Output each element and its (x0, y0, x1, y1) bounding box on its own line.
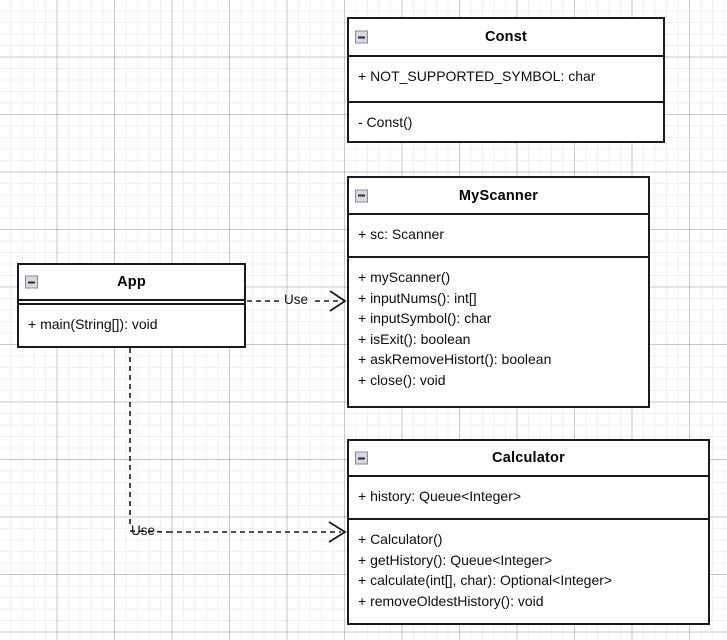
operation-row: + close(): void (358, 371, 446, 388)
operation-row: + myScanner() (358, 269, 451, 285)
operation-row: + calculate(int[], char): Optional<Integ… (358, 572, 613, 588)
minus-box-icon[interactable] (355, 451, 368, 465)
operation-row: + inputSymbol(): char (358, 310, 492, 326)
attribute-row: + sc: Scanner (358, 226, 444, 242)
operation-row: + getHistory(): Queue<Integer> (358, 551, 553, 568)
operation-row: + isExit(): boolean (358, 330, 471, 347)
class-box-const[interactable]: Const + NOT_SUPPORTED_SYMBOL: char - Con… (347, 17, 665, 143)
class-attributes-app (19, 301, 244, 305)
minus-box-icon[interactable] (355, 30, 368, 44)
class-attributes-calculator: + history: Queue<Integer> (349, 477, 708, 520)
class-name-calculator: Calculator (492, 450, 565, 466)
class-name-app: App (117, 274, 146, 290)
class-header-const: Const (349, 19, 663, 57)
class-operations-myscanner: + myScanner() + inputNums(): int[] + inp… (349, 258, 648, 410)
class-header-calculator: Calculator (349, 441, 708, 477)
attribute-row: + history: Queue<Integer> (358, 488, 522, 504)
open-arrowhead-icon (328, 521, 347, 543)
attribute-row: + NOT_SUPPORTED_SYMBOL: char (358, 68, 596, 84)
minus-box-icon[interactable] (355, 189, 368, 202)
class-box-calculator[interactable]: Calculator + history: Queue<Integer> + C… (347, 439, 710, 625)
class-name-myscanner: MyScanner (458, 187, 539, 204)
operation-row: + inputNums(): int[] (358, 289, 477, 306)
operation-row: + askRemoveHistort(): boolean (358, 351, 552, 367)
class-box-app[interactable]: App + main(String[]): void (17, 263, 246, 348)
operation-row: + Calculator() (358, 531, 443, 547)
class-operations-const: - Const() (349, 103, 663, 141)
edge-app-uses-calculator[interactable] (129, 348, 347, 543)
class-box-myscanner[interactable]: MyScanner + sc: Scanner + myScanner() + … (347, 176, 650, 408)
class-name-const: Const (484, 29, 528, 45)
edge-segment (129, 530, 169, 533)
operation-row: + main(String[]): void (28, 316, 158, 332)
edge-app-uses-myscanner[interactable] (247, 290, 347, 312)
operation-row: + removeOldestHistory(): void (358, 592, 544, 609)
class-header-app: App (19, 265, 244, 301)
open-arrowhead-icon (329, 290, 347, 312)
relationship-label-app-calculator: Use (131, 523, 156, 538)
operation-row: - Const() (358, 114, 413, 130)
class-operations-calculator: + Calculator() + getHistory(): Queue<Int… (349, 520, 708, 627)
class-header-myscanner: MyScanner (349, 178, 648, 215)
class-attributes-myscanner: + sc: Scanner (349, 215, 648, 258)
minus-box-icon[interactable] (25, 275, 38, 289)
class-attributes-const: + NOT_SUPPORTED_SYMBOL: char (349, 57, 663, 103)
relationship-label-app-myscanner: Use (284, 292, 309, 307)
class-operations-app: + main(String[]): void (19, 305, 244, 346)
